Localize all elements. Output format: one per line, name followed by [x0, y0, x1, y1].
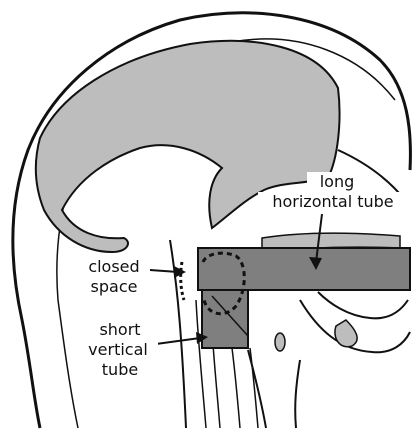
closed-space-dots — [181, 262, 184, 300]
neck-front — [295, 360, 300, 428]
trachea — [232, 348, 258, 428]
hyoid — [275, 333, 285, 351]
label-closed: closed — [82, 257, 146, 276]
tongue — [318, 292, 408, 318]
lower-tissue — [335, 320, 357, 347]
label-short: short — [88, 320, 152, 339]
label-space: space — [82, 277, 146, 296]
label-tube: tube — [88, 360, 152, 379]
label-vertical: vertical — [78, 340, 158, 359]
label-long: long — [307, 172, 367, 191]
label-horizontal-tube: horizontal tube — [258, 192, 408, 211]
